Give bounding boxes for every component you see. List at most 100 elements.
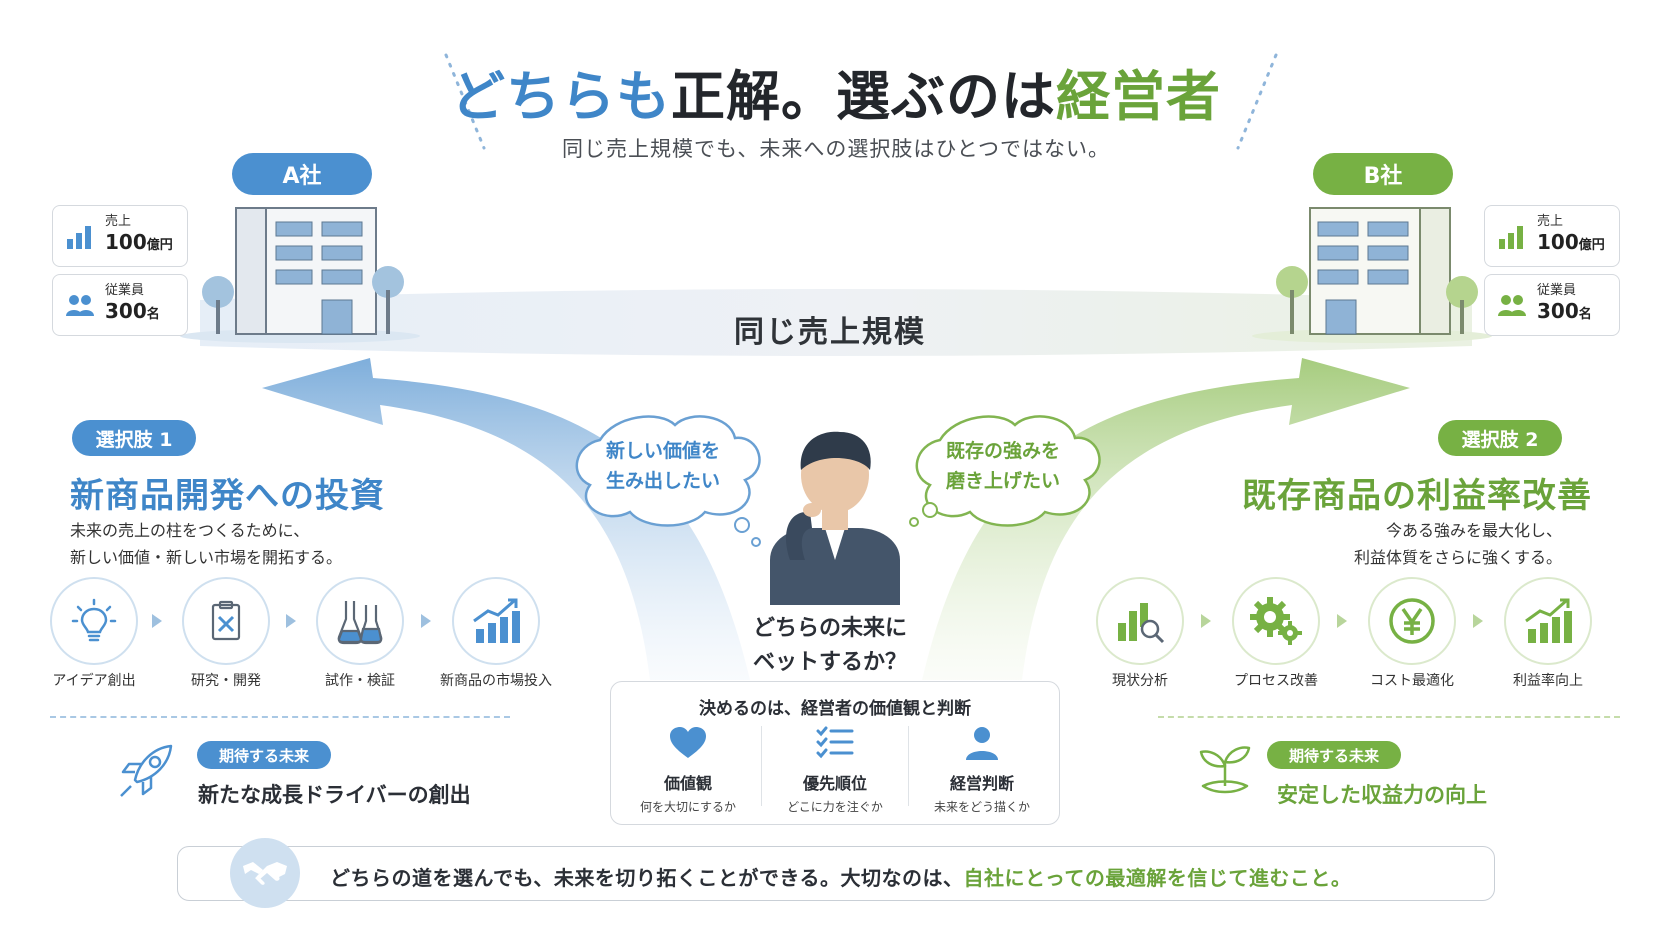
decision-item-sub: どこに力を注ぐか (787, 800, 883, 814)
option2-expected-text: 安定した収益力の向上 (1277, 783, 1487, 807)
decision-item-title: 価値観 (663, 774, 712, 793)
heart-icon (670, 727, 706, 758)
company-b-label: B社 (1313, 153, 1453, 195)
divider (1158, 716, 1620, 718)
step-margin-circle (1504, 577, 1592, 665)
sales-value: 100 (105, 230, 147, 254)
step-process-circle (1232, 577, 1320, 665)
decision-item-sub: 何を大切にするか (639, 800, 737, 814)
thought-left-text: 新しい価値を 生み出したい (588, 436, 738, 496)
option2-desc-line1: 今ある強みを最大化し、 (1385, 521, 1562, 540)
decision-heading: 決めるのは、経営者の価値観と判断 (699, 699, 971, 719)
company-a-label: A社 (232, 153, 372, 195)
option2-desc-line2: 利益体質をさらに強くする。 (1353, 548, 1562, 567)
decision-item-judgment: 経営判断 未来をどう描くか (909, 726, 1055, 815)
growth-chart-icon (1525, 598, 1572, 643)
staff-value: 300 (105, 299, 147, 323)
sales-unit: 億円 (146, 238, 173, 253)
step-arrow (1473, 614, 1483, 628)
title-part2: 正解。選ぶのは (671, 65, 1056, 128)
bar-chart-icon (67, 226, 91, 249)
option2-title: 既存商品の利益率改善 (1242, 476, 1592, 516)
building-a-icon (180, 207, 420, 343)
staff-label: 従業員 (105, 283, 145, 298)
divider (908, 726, 909, 806)
title-dotted-lines (444, 53, 1278, 150)
title-part3: 経営者 (1056, 65, 1221, 128)
people-icon (66, 295, 94, 316)
sprout-icon (1199, 746, 1251, 794)
title-part1: どちらも (451, 65, 671, 128)
step-prototype-circle (316, 577, 404, 665)
step-cost-circle (1368, 577, 1456, 665)
thought-left-line2: 生み出したい (605, 470, 720, 492)
thought-right-line1: 既存の強みを (945, 440, 1060, 462)
divider (50, 716, 510, 718)
flask-icon (337, 601, 383, 645)
option1-expected-tag: 期待する未来 (197, 741, 331, 769)
step-label: 利益率向上 (1513, 673, 1583, 689)
banner-text-part1: どちらの道を選んでも、未来を切り拓くことができる。大切なのは、 (330, 866, 964, 890)
divider (761, 726, 762, 806)
step-arrow (286, 614, 296, 628)
thought-right-text: 既存の強みを 磨き上げたい (928, 436, 1078, 496)
handshake-icon (243, 862, 287, 885)
lightbulb-icon (71, 598, 117, 642)
rocket-icon (120, 744, 173, 797)
option1-expected-text: 新たな成長ドライバーの創出 (198, 783, 471, 807)
company-a-staff-card: 従業員 300名 (52, 274, 188, 336)
question-line2: ベットするか？ (752, 650, 907, 675)
sales-label: 売上 (105, 214, 132, 229)
chart-magnifier-icon (1118, 603, 1165, 644)
decision-item-sub: 未来をどう描くか (933, 800, 1030, 814)
thought-right-line2: 磨き上げたい (945, 470, 1060, 492)
yen-coin-icon (1389, 598, 1435, 644)
step-launch-circle (452, 577, 540, 665)
option2-description: 今ある強みを最大化し、 利益体質をさらに強くする。 (1354, 517, 1562, 571)
sales-unit: 億円 (1578, 238, 1605, 253)
step-arrow (1337, 614, 1347, 628)
banner-text: どちらの道を選んでも、未来を切り拓くことができる。大切なのは、自社にとっての最適… (330, 862, 1351, 891)
staff-value: 300 (1537, 299, 1579, 323)
option1-desc-line2: 新しい価値・新しい市場を開拓する。 (70, 548, 343, 567)
central-question: どちらの未来に ベットするか？ (710, 612, 950, 680)
step-label: アイデア創出 (52, 673, 136, 689)
step-label: プロセス改善 (1234, 673, 1318, 689)
step-arrow (421, 614, 431, 628)
decision-items: 価値観 何を大切にするか 優先順位 どこに力を注ぐか 経営判断 未来をどう描くか (615, 726, 1055, 815)
step-analysis-circle (1096, 577, 1184, 665)
banner-text-part2: 自社にとっての最適解を信じて進むこと。 (963, 866, 1352, 890)
thought-bubble-left-icon (575, 415, 761, 547)
step-label: 現状分析 (1112, 673, 1168, 689)
sales-value: 100 (1537, 230, 1579, 254)
handshake-badge (230, 838, 300, 908)
decision-item-title: 経営判断 (949, 774, 1014, 793)
option1-title: 新商品開発への投資 (70, 476, 385, 516)
thought-bubble-right-icon (909, 415, 1101, 527)
growth-chart-icon (473, 598, 520, 643)
page-title: どちらも正解。選ぶのは経営者 (0, 52, 1672, 131)
option1-tag: 選択肢 1 (72, 420, 196, 456)
company-b-sales-card: 売上 100億円 (1484, 205, 1620, 267)
building-b-icon (1252, 207, 1492, 343)
person-icon (966, 727, 998, 760)
page-subtitle: 同じ売上規模でも、未来への選択肢はひとつではない。 (562, 137, 1110, 161)
step-label: 新商品の市場投入 (440, 673, 552, 689)
bar-chart-icon (1499, 226, 1523, 249)
option1-desc-line1: 未来の売上の柱をつくるために、 (70, 521, 310, 540)
step-arrow (1201, 614, 1211, 628)
option2-expected-tag: 期待する未来 (1267, 741, 1401, 769)
company-b-staff-card: 従業員 300名 (1484, 274, 1620, 336)
company-a-sales-card: 売上 100億円 (52, 205, 188, 267)
decision-item-priority: 優先順位 どこに力を注ぐか (762, 726, 908, 815)
question-line1: どちらの未来に (752, 616, 907, 641)
people-icon (1498, 295, 1526, 316)
same-scale-band (200, 289, 1472, 356)
option1-description: 未来の売上の柱をつくるために、 新しい価値・新しい市場を開拓する。 (70, 517, 342, 571)
option2-tag: 選択肢 2 (1438, 420, 1562, 456)
clipboard-icon (211, 600, 241, 641)
step-label: 試作・検証 (325, 673, 395, 689)
same-scale-label: 同じ売上規模 (734, 315, 926, 350)
thought-left-line1: 新しい価値を (605, 440, 720, 462)
